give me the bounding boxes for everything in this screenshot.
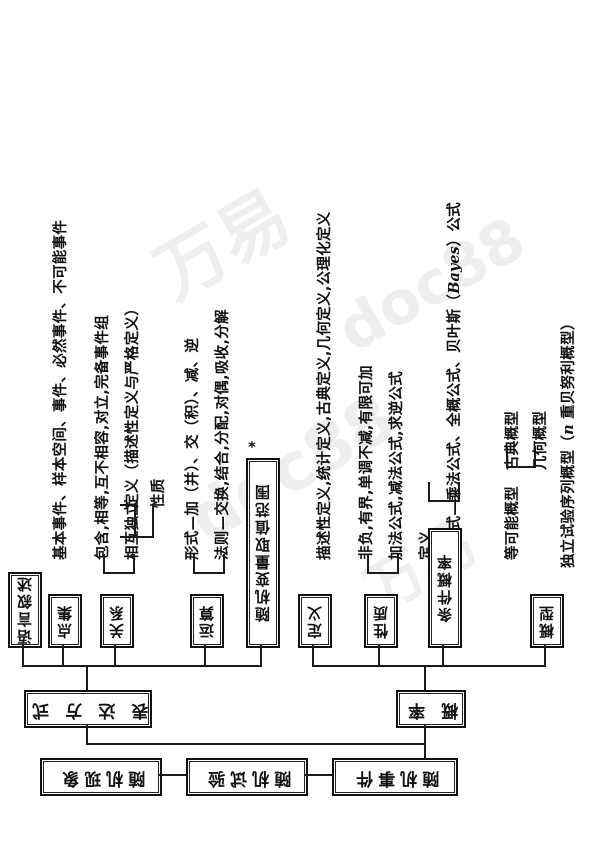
node-label: 性质 (371, 603, 390, 639)
leaf-basic-events: 基本事件、样本空间、事件、必然事件、不可能事件 (53, 219, 69, 560)
leaf-bern-a: 独立试验序列概型（ (561, 434, 577, 568)
leaf-equally-likely-model: 等可能概型 (505, 486, 521, 560)
watermark-1: 万易 (141, 174, 304, 316)
rail-left (22, 665, 262, 667)
leaf-definition-kinds: 描述性定义,统计定义,古典定义,几何定义,公理化定义 (317, 211, 333, 560)
conn-property-down (378, 644, 380, 666)
bracket-property-right (397, 554, 399, 574)
node-label: 定义 (305, 603, 324, 639)
node-random-variable-range[interactable]: 随机变量取值范围 (246, 458, 280, 648)
bracket-conditional-right (458, 482, 460, 502)
leaf-cond-three-bayes: Bayes (446, 246, 463, 294)
node-expression-method[interactable]: 表 达 方 式 (24, 690, 152, 728)
node-label: 随机现象 (56, 767, 146, 788)
node-probability[interactable]: 概 率 (396, 690, 466, 728)
leaf-bernoulli-model: 独立试验序列概型（n 重贝努利概型） (560, 315, 577, 568)
node-definition[interactable]: 定义 (298, 594, 332, 648)
node-property[interactable]: 性质 (364, 594, 398, 648)
leaf-independence-property: 性质 (151, 478, 167, 508)
leaf-classical-model: 古典概型 (505, 410, 521, 470)
bracket-model-top (506, 466, 536, 468)
link-experiment-event (304, 774, 332, 776)
node-label: 随机试验 (202, 767, 292, 788)
node-label: 语言叙述 (15, 575, 34, 645)
rail-right-to-probability (424, 665, 426, 690)
conn-operation-down (204, 644, 206, 666)
conn-conditional-down (442, 644, 444, 666)
node-point-set[interactable]: 点集 (48, 594, 82, 648)
link-phenomenon-experiment (158, 774, 186, 776)
leaf-cond-three-a: 三公式—乘法公式、全概公式、贝叶斯（ (447, 293, 463, 560)
watermark-2: doc88 (326, 203, 538, 367)
leaf-property-formula: 加法公式,减法公式,求逆公式 (389, 370, 405, 560)
node-label: 运算 (197, 603, 216, 639)
conn-model-down (544, 644, 546, 666)
node-label: 条件概率 (435, 553, 454, 623)
rail-right (312, 665, 546, 667)
bracket-independence-top (120, 504, 136, 506)
bracket-model-right (534, 446, 536, 468)
rail-left-to-expression (86, 665, 88, 690)
node-label: 随机变量取值范围 (253, 483, 272, 623)
conn-probability-down (424, 724, 426, 744)
leaf-conditional-three-formulas: 三公式—乘法公式、全概公式、贝叶斯（Bayes）公式 (446, 201, 463, 560)
leaf-bern-b: 重贝努利概型） (561, 315, 577, 425)
leaf-bern-n: n (560, 424, 577, 435)
node-label: 概型 (537, 603, 556, 639)
leaf-property-basic: 非负,有界,单调不减,有限可加 (359, 365, 375, 560)
bracket-independence-stub (152, 504, 154, 538)
bracket-operation-join (193, 572, 225, 574)
leaf-operation-form: 形式—加（并）、交（积）、减、逆 (185, 337, 201, 560)
bracket-model-left (506, 446, 508, 468)
bracket-independence-spine (134, 504, 136, 538)
bracket-relation-join (103, 572, 135, 574)
node-random-experiment[interactable]: 随机试验 (186, 758, 308, 796)
node-language-description[interactable]: 语言叙述 (8, 572, 42, 648)
bracket-conditional-left (428, 482, 430, 502)
node-label: 概 率 (403, 699, 459, 720)
node-operation[interactable]: 运算 (190, 594, 224, 648)
random-variable-range-asterisk: * (248, 438, 256, 456)
node-random-event[interactable]: 随机事件 (332, 758, 458, 796)
leaf-operation-law: 法则—交换,结合,分配,对偶,吸收,分解 (215, 309, 231, 560)
leaf-geometric-model: 几何概型 (533, 410, 549, 470)
bracket-operation-right (223, 554, 225, 574)
node-model[interactable]: 概型 (530, 594, 564, 648)
leaf-cond-three-b: ）公式 (447, 201, 463, 247)
conn-relation-down (114, 644, 116, 666)
conn-expression-down (86, 724, 88, 744)
bracket-operation-left (193, 554, 195, 574)
leaf-relations: 包含,相等,互不相容,对立,完备事件组 (95, 314, 111, 560)
bracket-conditional-top (428, 500, 460, 502)
node-conditional-probability[interactable]: 条件概率 (428, 528, 462, 648)
bracket-property-left (367, 554, 369, 574)
conn-rvrange-down (260, 644, 262, 666)
node-label: 点集 (55, 603, 74, 639)
node-random-phenomenon[interactable]: 随机现象 (40, 758, 162, 796)
node-label: 随机事件 (350, 767, 440, 788)
rail-root (86, 743, 426, 745)
node-label: 关系 (107, 603, 126, 639)
conn-pointset-down (62, 644, 64, 666)
bracket-independence-join (120, 536, 154, 538)
conn-language-down (22, 644, 24, 666)
bracket-property-join (367, 572, 399, 574)
leaf-independence-definition: 定义（描述性定义与严格定义） (125, 300, 141, 508)
node-relation[interactable]: 关系 (100, 594, 134, 648)
bracket-relation-right (133, 554, 135, 574)
rail-root-to-random-event (424, 743, 426, 768)
conn-definition-down (312, 644, 314, 666)
node-label: 表 达 方 式 (27, 699, 149, 720)
bracket-relation-left (103, 554, 105, 574)
